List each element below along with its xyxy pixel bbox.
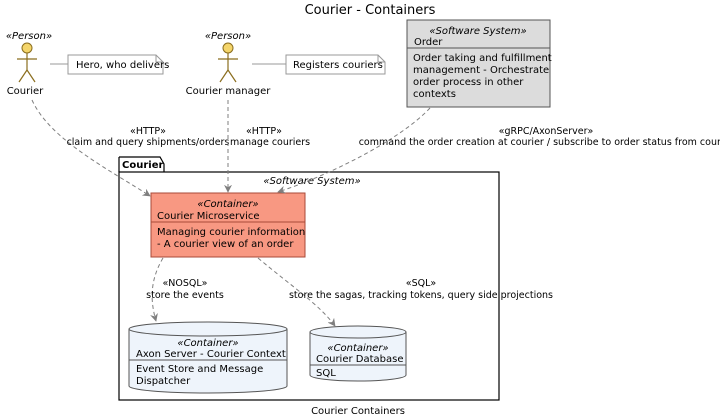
courier-microservice: «Container» Courier Microservice Managin… <box>150 192 306 258</box>
relation-axon-protocol: «NOSQL» <box>162 278 207 289</box>
actor-manager: «Person» Courier manager <box>186 31 272 97</box>
note-courier: Hero, who delivers <box>50 54 169 75</box>
order-desc-line-2: management - Orchestrate <box>413 65 549 76</box>
diagram-caption: Courier Containers <box>311 406 405 417</box>
relation-database-protocol: «SQL» <box>406 278 437 289</box>
relation-microservice-axon: «NOSQL» store the events <box>146 257 224 322</box>
courier-database-desc: SQL <box>316 368 336 379</box>
relation-database-label: store the sagas, tracking tokens, query … <box>289 290 553 301</box>
axon-server-db: «Container» Axon Server - Courier Contex… <box>128 321 288 394</box>
relation-courier-microservice: «HTTP» claim and query shipments/orders <box>31 99 230 197</box>
relation-database-arrow <box>257 257 336 327</box>
microservice-desc-line-1: Managing courier information <box>157 227 305 238</box>
axon-server-stereotype: «Container» <box>177 338 238 349</box>
axon-desc-line-2: Dispatcher <box>136 376 191 387</box>
note-courier-text: Hero, who delivers <box>76 60 169 71</box>
courier-boundary-stereotype: «Software System» <box>263 176 360 187</box>
relation-manager-label: manage couriers <box>230 137 310 148</box>
axon-desc-line-1: Event Store and Message <box>136 364 263 375</box>
microservice-desc-line-2: - A courier view of an order <box>157 239 294 250</box>
axon-server-name: Axon Server - Courier Context <box>136 349 286 360</box>
courier-database-top <box>309 325 407 339</box>
relation-order-protocol: «gRPC/AxonServer» <box>499 126 594 137</box>
actor-manager-head <box>222 42 234 54</box>
order-system-stereotype: «Software System» <box>429 26 526 37</box>
courier-microservice-stereotype: «Container» <box>197 199 258 210</box>
relation-order-label: command the order creation at courier / … <box>359 137 720 148</box>
actor-courier-stereotype: «Person» <box>6 31 52 42</box>
courier-microservice-box <box>150 192 306 258</box>
courier-database-name: Courier Database <box>316 354 404 365</box>
note-manager-text: Registers couriers <box>293 60 383 71</box>
actor-courier-name: Courier <box>7 86 44 97</box>
relation-axon-arrow <box>150 257 164 322</box>
courier-boundary: Courier «Software System» <box>118 156 500 401</box>
order-desc-line-4: contexts <box>413 89 456 100</box>
order-desc-line-3: order process in other <box>413 77 524 88</box>
courier-database-stereotype: «Container» <box>327 343 388 354</box>
order-desc-line-1: Order taking and fulfillment <box>413 53 552 64</box>
diagram-title: Courier - Containers <box>305 3 436 18</box>
order-system-name: Order <box>414 37 443 48</box>
courier-boundary-frame <box>118 171 500 401</box>
relation-courier-arrow <box>31 99 151 197</box>
relation-order-arrow <box>277 107 431 194</box>
axon-server-db-top <box>128 321 288 337</box>
relation-axon-label: store the events <box>146 290 224 301</box>
relation-courier-protocol: «HTTP» <box>130 126 166 137</box>
relation-courier-label: claim and query shipments/orders <box>67 137 230 148</box>
courier-microservice-name: Courier Microservice <box>157 211 260 222</box>
order-system: «Software System» Order Order taking and… <box>406 19 552 108</box>
actor-manager-name: Courier manager <box>186 86 272 97</box>
actor-courier-head <box>21 42 33 54</box>
actor-courier: «Person» Courier <box>6 31 52 97</box>
actor-manager-stereotype: «Person» <box>205 31 251 42</box>
relation-manager-protocol: «HTTP» <box>246 126 282 137</box>
courier-boundary-label: Courier <box>122 160 163 171</box>
relation-manager-microservice: «HTTP» manage couriers <box>224 100 310 193</box>
relation-order-microservice: «gRPC/AxonServer» command the order crea… <box>277 107 720 194</box>
note-manager: Registers couriers <box>252 54 386 75</box>
courier-database: «Container» Courier Database SQL <box>309 325 407 382</box>
relation-microservice-database: «SQL» store the sagas, tracking tokens, … <box>257 257 553 327</box>
order-system-box <box>406 19 551 108</box>
